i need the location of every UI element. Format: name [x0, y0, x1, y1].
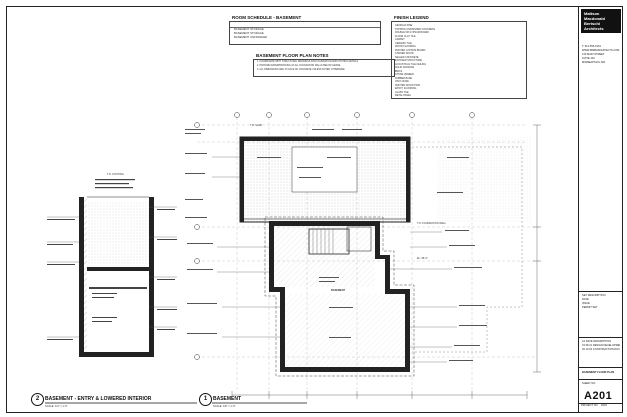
finish-legend-row: BRICK [395, 69, 403, 73]
finish-legend-row: STAINED WOOD [395, 52, 414, 55]
finish-legend-row: SOLID SURFACE [395, 66, 415, 69]
title-block: Mattson Macdonald Bertschi Architects T:… [578, 7, 622, 412]
finish-legend-row: ACOUSTICAL TILE CEILING [395, 62, 427, 66]
view-scale: SCALE: 1/4" = 1'-0" [45, 405, 68, 408]
revision-row: 02 10.04 CONSTRUCTION DOCUMENTS [582, 348, 620, 351]
view-scale: SCALE: 1/8" = 1'-0" [213, 405, 236, 408]
plan-label: T.O. SLAB [250, 124, 262, 127]
note-row: 2. PROVIDE WATERPROOFING AT ALL FOUNDATI… [257, 65, 341, 67]
plan-label: T.O. FOOTING [107, 173, 124, 176]
project-info: PERMIT SET [582, 306, 598, 309]
room-schedule-row: BASEMENT STORAGE [234, 27, 264, 31]
plan-label: EL. 95'-4" [417, 257, 428, 260]
plan-label: BASEMENT [331, 289, 346, 292]
finish-legend-row: PAINTED GYPSUM BOARD [395, 48, 426, 52]
note-row: 3. ALL DIMENSIONS ARE TO FACE OF CONCRET… [257, 69, 345, 71]
finish-legend-row: GLASS TILE [395, 90, 409, 94]
sheet-title: BASEMENT FLOOR PLAN [582, 371, 615, 374]
room-schedule-title: ROOM SCHEDULE - BASEMENT [232, 15, 302, 20]
finish-legend-row: GEORGIA PINE [395, 24, 413, 27]
finish-legend-row: STONE VENEER [395, 73, 414, 76]
finish-legend-row: VINYL BASE [395, 80, 409, 83]
room-schedule-table: ROOM SCHEDULE - BASEMENT BASEMENT STORAG… [229, 15, 381, 45]
floor-plan-notes-table: BASEMENT FLOOR PLAN NOTES 1. COORDINATE … [253, 53, 395, 77]
room-schedule-row: BASEMENT STORAGE [234, 31, 264, 35]
finish-legend-row: TOPPING UNFINISHED CONCRETE [395, 27, 436, 31]
plan-label: T.O. FOUNDATION WALL [417, 222, 447, 225]
finish-legend-row: PAINTED WOOD TRIM [395, 83, 421, 87]
room-schedule-row: BASEMENT UNFINISHED [234, 35, 268, 39]
firm-info: MINNEAPOLIS, MN [582, 61, 606, 64]
finish-legend-row: EPOXY FLOORING [395, 87, 417, 90]
revision-row: 01 08.21 DESIGN DEVELOPMENT [582, 344, 620, 347]
floor-plan-notes-title: BASEMENT FLOOR PLAN NOTES [256, 53, 329, 58]
project-info: SET DESCRIPTION [582, 294, 606, 297]
footer-info: 2019 [601, 404, 607, 407]
finish-legend-row: SEALED CONCRETE [395, 55, 419, 59]
finish-legend-row: RUBBER BASE [395, 76, 413, 80]
note-row: 1. COORDINATE WITH STRUCTURAL DRAWINGS F… [257, 61, 359, 63]
firm-logo: Mattson Macdonald Bertschi Architects [581, 9, 621, 33]
view-title: BASEMENT [213, 396, 242, 402]
finish-legend-row: CERAMIC TILE [395, 41, 412, 45]
finish-legend-row: CARPET [395, 38, 405, 41]
sheet-number: A201 [584, 390, 613, 402]
revision-row: A1 DATE DESCRIPTION [582, 340, 612, 343]
finish-legend-row: DOUBLE 5/8 GYPSUM BOARD [395, 31, 430, 34]
firm-info: WWW.MMBARCHITECTS.COM [582, 49, 620, 52]
finish-legend-row: FLOOR CLAY TILE [395, 34, 416, 38]
project-info: DATE [582, 298, 589, 301]
floor-plan-drawing [45, 112, 541, 404]
view-number-bubble: 1 [199, 393, 212, 406]
firm-info: T: 612-555-0101 [582, 45, 601, 48]
project-info: ISSUE [582, 302, 590, 305]
firm-info: 123 MAIN STREET [582, 53, 605, 56]
firm-info: SUITE 100 [582, 57, 595, 60]
finish-legend-row: METAL PANEL [395, 94, 412, 97]
view-title: BASEMENT - ENTRY & LOWERED INTERIOR [45, 396, 152, 402]
finish-legend-row: WOOD FLOORING [395, 45, 416, 48]
drawing-sheet: ROOM SCHEDULE - BASEMENT BASEMENT STORAG… [6, 6, 623, 413]
footer-info: PROJECT NO. [581, 404, 599, 407]
view-number-bubble: 2 [31, 393, 44, 406]
finish-legend-row: EXPOSED STRUCTURE [395, 59, 422, 62]
finish-legend-title: FINISH LEGEND [394, 15, 429, 20]
sheet-number-label: SHEET NO. [582, 382, 596, 385]
